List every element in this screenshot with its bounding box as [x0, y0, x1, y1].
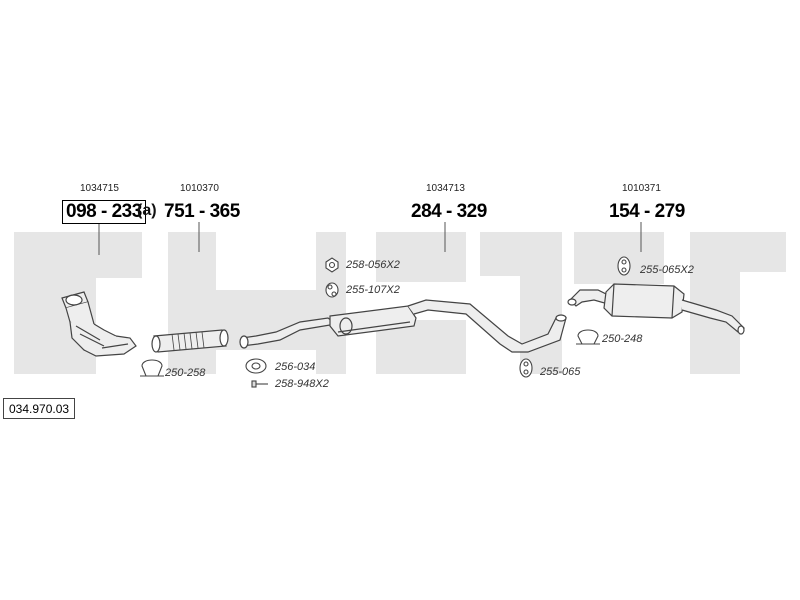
center-silencer-drawing: [239, 299, 567, 353]
accessory-label-gasket: 256-034: [275, 361, 316, 373]
catalyst-code: 1034715: [80, 183, 119, 194]
rear-silencer-ref: 154 - 279: [609, 201, 685, 222]
rear-silencer-drawing: [567, 283, 745, 335]
accessory-label-bolt: 258-948X2: [275, 378, 329, 390]
leader-lines: [98, 222, 642, 255]
accessory-icons: [140, 256, 631, 388]
accessory-label-rear-clamp: 250-248: [602, 333, 643, 345]
accessory-label-center-hanger: 255-065: [540, 366, 581, 378]
accessory-label-rubber-mount: 255-107X2: [346, 284, 400, 296]
rear-silencer-code: 1010371: [622, 183, 661, 194]
accessory-label-rear-hanger: 255-065X2: [640, 264, 694, 276]
watermark-logo: [14, 232, 786, 374]
accessory-label-nut: 258-056X2: [346, 259, 400, 271]
front-pipe-ref: 751 - 365: [164, 201, 240, 222]
accessory-label-front-clamp: 250-258: [165, 367, 206, 379]
catalyst-ref-suffix: (a): [137, 202, 157, 219]
center-silencer-ref: 284 - 329: [411, 201, 487, 222]
catalyst-ref: 098 - 233: [62, 200, 146, 224]
front-pipe-code: 1010370: [180, 183, 219, 194]
catalyst-drawing: [61, 291, 137, 357]
center-silencer-code: 1034713: [426, 183, 465, 194]
front-pipe-drawing: [151, 329, 229, 353]
assembly-part-number: 034.970.03: [3, 398, 76, 419]
